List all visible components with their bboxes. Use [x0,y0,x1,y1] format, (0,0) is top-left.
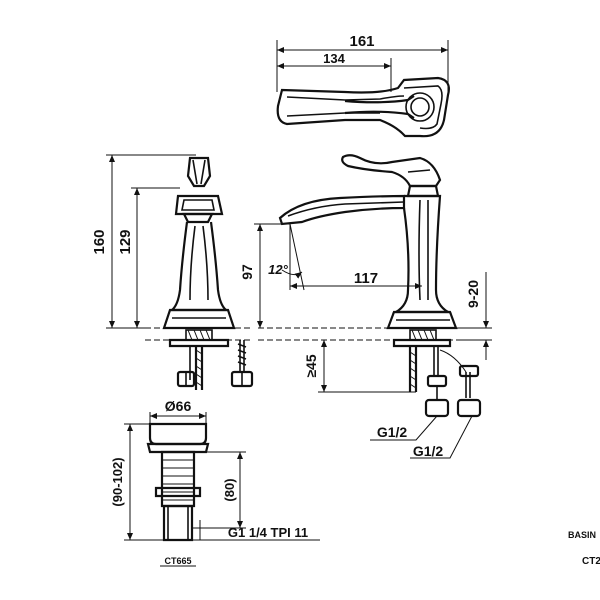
dim-129-label: 129 [117,229,134,254]
dim-deck-label: 9-20 [465,280,481,308]
dim-134-label: 134 [323,51,345,66]
thread-left-label: G1/2 [377,424,408,440]
drain-model-label: CT665 [164,556,191,566]
thread-right-label: G1/2 [413,443,444,459]
drain-thread-label: G1 1/4 TPI 11 [228,525,308,540]
dim-45-label: ≥45 [303,354,319,377]
top-view [276,40,450,138]
spout-elevation [254,154,492,459]
dim-66-label: Ø66 [165,398,192,414]
dim-80-label: (80) [222,478,237,501]
drain-elevation [124,412,320,567]
dim-160-label: 160 [91,229,108,254]
dim-117-label: 117 [354,270,378,287]
product-code-label: CT2 [582,556,600,567]
dim-161-label: 161 [349,33,374,50]
dim-angle-label: 12° [268,262,288,277]
dim-97-label: 97 [239,264,255,280]
handle-elevation [106,154,254,390]
dim-90-102-label: (90-102) [110,457,125,506]
product-name-label: BASIN [568,530,596,540]
